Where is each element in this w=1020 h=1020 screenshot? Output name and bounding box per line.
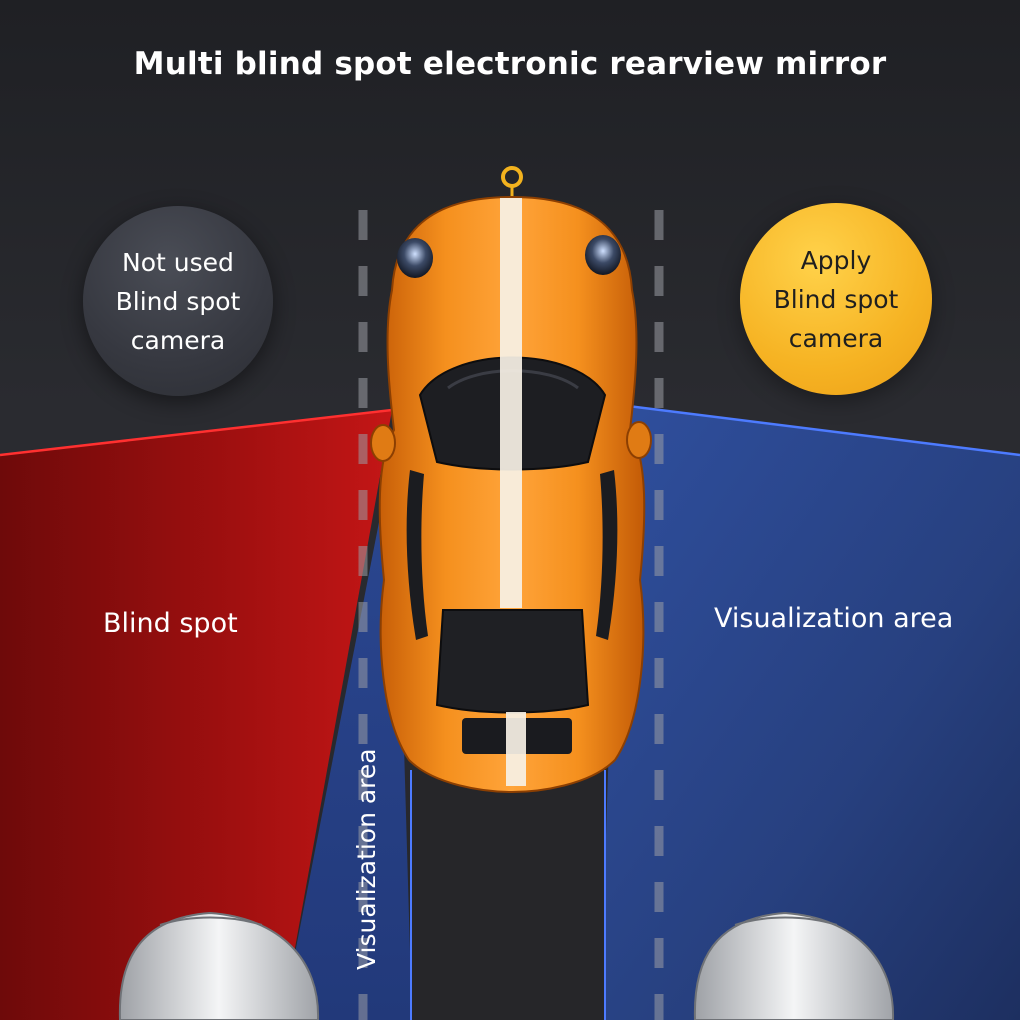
white-car-left (118, 911, 320, 1020)
white-car-right (693, 911, 895, 1020)
orange-car (370, 195, 652, 794)
apply-camera-bubble: Apply Blind spot camera (740, 203, 932, 395)
road-corridor (410, 770, 606, 1020)
blind-spot-zone (0, 410, 392, 1020)
bubble-line: Blind spot (773, 284, 899, 314)
page-title: Multi blind spot electronic rearview mir… (133, 46, 887, 82)
bubble-line: Blind spot (115, 286, 241, 316)
visualization-area-label: Visualization area (714, 603, 954, 634)
visualization-zone-left (282, 440, 412, 1020)
visualization-edge-right (619, 403, 1020, 457)
bubble-line: Not used (122, 247, 234, 277)
visualization-zone-right (600, 405, 1020, 1020)
camera-marker (501, 166, 523, 188)
blind-spot-edge (0, 408, 393, 457)
not-used-camera-bubble: Not used Blind spot camera (83, 206, 273, 396)
visualization-area-vertical-label: Visualization area (352, 748, 381, 970)
bubble-line: camera (788, 323, 884, 353)
bubble-line: camera (130, 325, 226, 355)
bubble-line: Apply (800, 245, 872, 275)
blind-spot-label: Blind spot (103, 608, 238, 639)
